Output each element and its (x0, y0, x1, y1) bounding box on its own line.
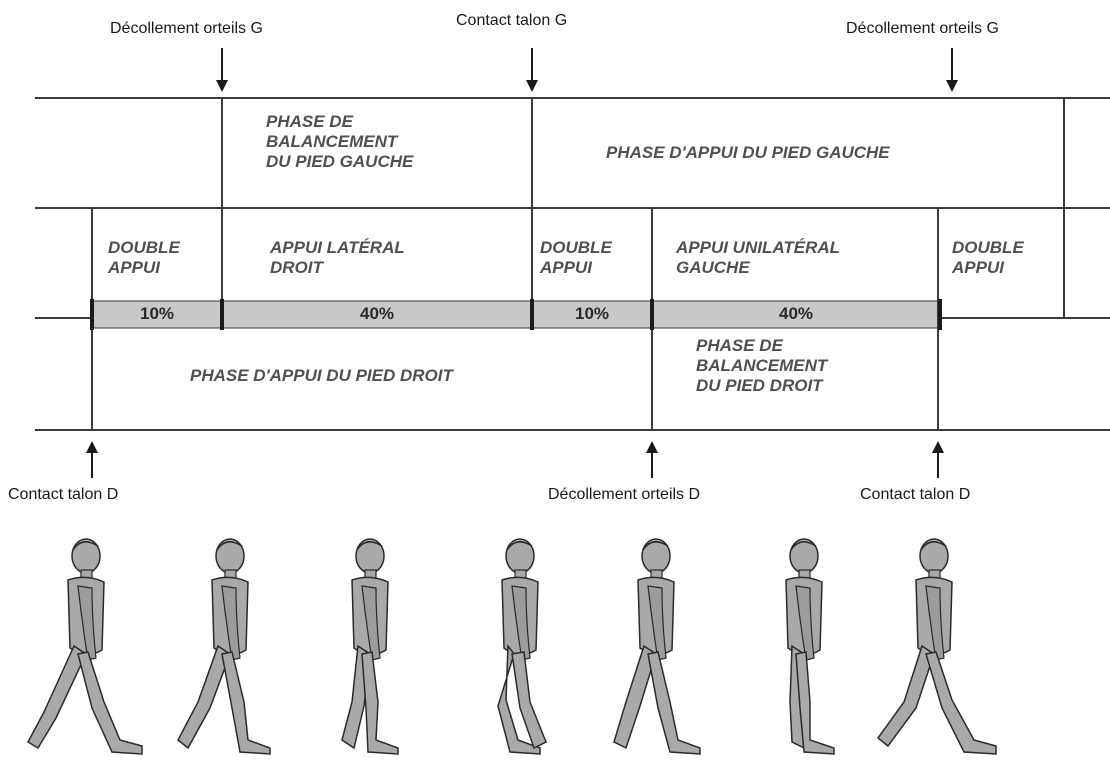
walking-figure (27, 538, 143, 755)
support-label-line: APPUI (952, 258, 1004, 277)
phase-swing-left-line: PHASE DE (266, 112, 353, 131)
walking-figure (785, 538, 835, 755)
support-label-line: DROIT (270, 258, 323, 277)
walking-figure (177, 538, 271, 755)
phase-swing-right-line: BALANCEMENT (696, 356, 828, 375)
percentage-single-support-right: 40% (359, 304, 395, 323)
event-heel-contact-left: Contact talon G (456, 12, 568, 29)
support-label-line: DOUBLE (952, 238, 1024, 257)
arrow-down-icon (526, 48, 538, 92)
support-label-line: APPUI LATÉRAL (270, 238, 405, 257)
walking-figure (341, 538, 399, 755)
event-toe-off-left-1: Décollement orteils G (110, 20, 263, 37)
percentage-single-support-left: 40% (778, 304, 814, 323)
event-toe-off-right: Décollement orteils D (548, 486, 701, 503)
walking-figure (497, 538, 547, 755)
phase-stance-left: PHASE D'APPUI DU PIED GAUCHE (606, 143, 890, 162)
support-single-left: APPUI UNILATÉRAL GAUCHE (676, 238, 840, 278)
arrow-down-icon (946, 48, 958, 92)
support-label-line: APPUI (540, 258, 592, 277)
support-double-3: DOUBLE APPUI (952, 238, 1024, 278)
phase-swing-left: PHASE DE BALANCEMENT DU PIED GAUCHE (266, 112, 413, 172)
support-double-2: DOUBLE APPUI (540, 238, 612, 278)
walking-figure (613, 538, 701, 755)
support-label-line: GAUCHE (676, 258, 750, 277)
phase-swing-left-line: DU PIED GAUCHE (266, 152, 414, 171)
phase-swing-right-line: PHASE DE (696, 336, 783, 355)
event-heel-contact-right-2: Contact talon D (860, 486, 971, 503)
support-double-1: DOUBLE APPUI (108, 238, 180, 278)
support-label-line: APPUI (108, 258, 160, 277)
event-heel-contact-right-1: Contact talon D (8, 486, 119, 503)
percentage-double-support-2: 10% (574, 304, 610, 323)
phase-swing-left-line: BALANCEMENT (266, 132, 398, 151)
phase-stance-right: PHASE D'APPUI DU PIED DROIT (190, 366, 453, 385)
phase-swing-right: PHASE DE BALANCEMENT DU PIED DROIT (696, 336, 827, 396)
percentage-double-support-1: 10% (139, 304, 175, 323)
phase-swing-right-line: DU PIED DROIT (696, 376, 823, 395)
percentage-bar (91, 300, 941, 329)
arrow-up-icon (86, 441, 98, 478)
support-label-line: DOUBLE (108, 238, 180, 257)
support-label-line: DOUBLE (540, 238, 612, 257)
arrow-down-icon (216, 48, 228, 92)
support-single-right: APPUI LATÉRAL DROIT (270, 238, 405, 278)
walking-figure (876, 538, 997, 755)
support-label-line: APPUI UNILATÉRAL (676, 238, 841, 257)
arrow-up-icon (932, 441, 944, 478)
event-toe-off-left-2: Décollement orteils G (846, 20, 999, 37)
arrow-up-icon (646, 441, 658, 478)
